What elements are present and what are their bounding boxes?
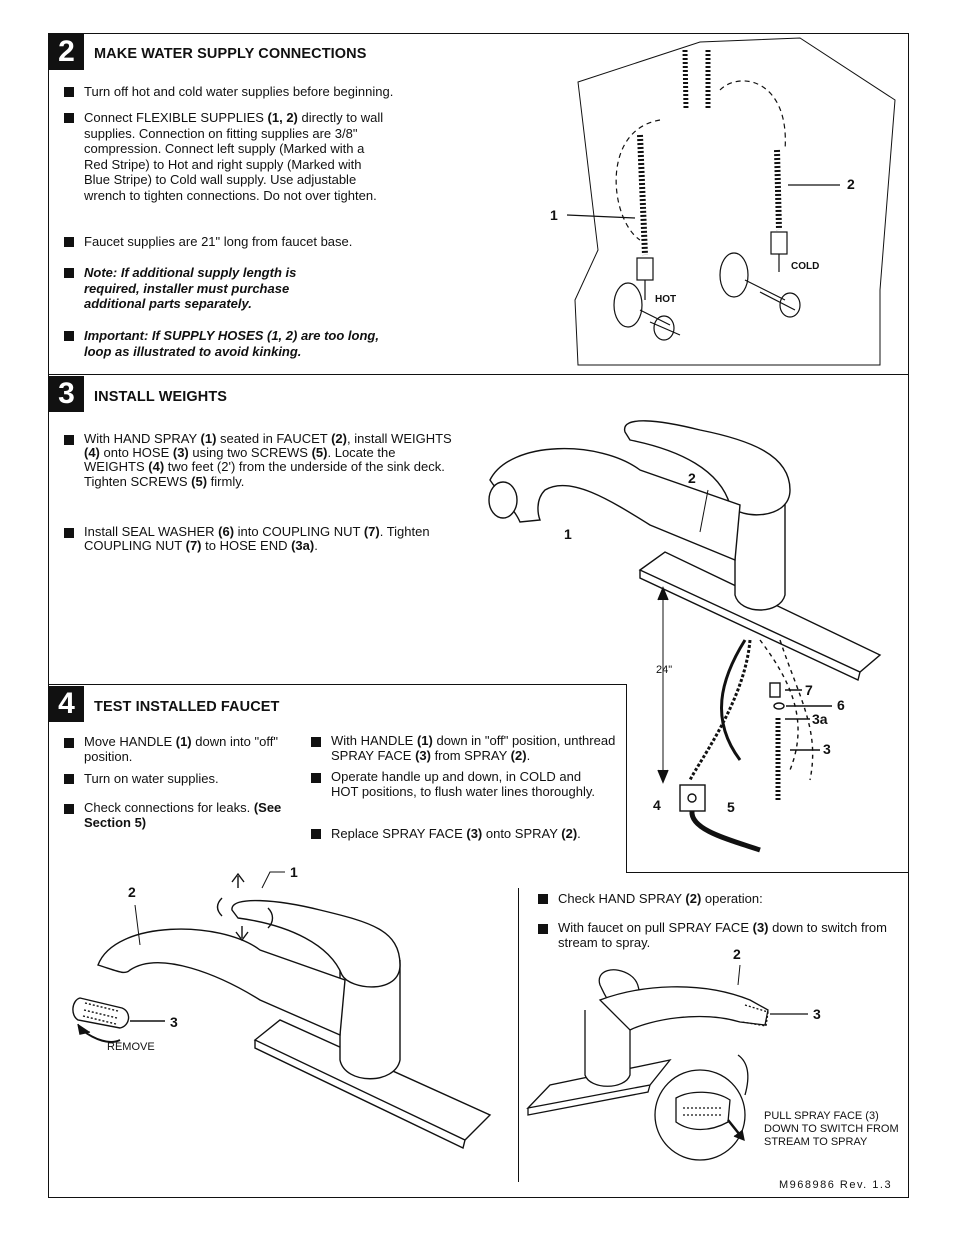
divider-4-vertical <box>626 684 627 872</box>
divider-2-3 <box>48 374 909 375</box>
section-4-title: TEST INSTALLED FAUCET <box>94 699 280 715</box>
divider-3-4 <box>48 684 626 685</box>
hand-spray-bullet-1: Check HAND SPRAY (2) operation: <box>538 891 908 907</box>
section-4-left-bullet-2: Turn on water supplies. <box>64 771 294 787</box>
section-4-right-bullet-2: Operate handle up and down, in COLD and … <box>311 769 601 799</box>
divider-4-center <box>518 888 519 1182</box>
supply-label-2: 2 <box>847 176 855 192</box>
section-2-number: 2 <box>49 34 84 70</box>
section-3-number: 3 <box>49 376 84 412</box>
weights-label-6: 6 <box>837 697 845 713</box>
weights-label-2: 2 <box>688 470 696 486</box>
spray-label-3: 3 <box>813 1006 821 1022</box>
remove-label: REMOVE <box>107 1041 155 1053</box>
section-2-important: Important: If SUPPLY HOSES (1, 2) are to… <box>64 328 384 359</box>
section-4-left-bullet-3: Check connections for leaks. (See Sectio… <box>64 800 284 830</box>
section-4-left-bullet-1: Move HANDLE (1) down into "off" position… <box>64 734 294 764</box>
dimension-24-inch: 24" <box>656 664 673 676</box>
weights-label-4: 4 <box>653 797 661 813</box>
spray-label-2: 2 <box>733 946 741 962</box>
section-2-bullet-1: Turn off hot and cold water supplies bef… <box>64 84 484 100</box>
hot-label: HOT <box>655 294 677 305</box>
section-2-note: Note: If additional supply length is req… <box>64 265 344 312</box>
section-3-bullet-1: With HAND SPRAY (1) seated in FAUCET (2)… <box>64 431 454 489</box>
weights-label-5: 5 <box>727 799 735 815</box>
cold-label: COLD <box>791 261 820 272</box>
document-revision: M968986 Rev. 1.3 <box>779 1179 893 1191</box>
section-3-bullet-2: Install SEAL WASHER (6) into COUPLING NU… <box>64 524 454 553</box>
section-4-right-bullet-1: With HANDLE (1) down in "off" position, … <box>311 733 621 763</box>
divider-4-lower <box>626 872 909 873</box>
test-label-2: 2 <box>128 884 136 900</box>
hand-spray-bullet-2: With faucet on pull SPRAY FACE (3) down … <box>538 920 903 950</box>
section-2-title: MAKE WATER SUPPLY CONNECTIONS <box>94 46 367 62</box>
weights-label-3: 3 <box>823 741 831 757</box>
weights-label-1: 1 <box>564 526 572 542</box>
section-4-number: 4 <box>49 686 84 722</box>
test-label-1: 1 <box>290 864 298 880</box>
supply-label-1: 1 <box>550 207 558 223</box>
pull-spray-face-caption: PULL SPRAY FACE (3) DOWN TO SWITCH FROM … <box>764 1110 899 1148</box>
weights-label-7: 7 <box>805 682 813 698</box>
section-3-title: INSTALL WEIGHTS <box>94 389 228 405</box>
page-frame <box>48 33 909 1198</box>
weights-label-3a: 3a <box>812 711 828 727</box>
section-4-right-bullet-3: Replace SPRAY FACE (3) onto SPRAY (2). <box>311 826 631 842</box>
test-label-3: 3 <box>170 1014 178 1030</box>
section-2-bullet-3: Faucet supplies are 21" long from faucet… <box>64 234 484 250</box>
section-2-bullet-2: Connect FLEXIBLE SUPPLIES (1, 2) directl… <box>64 110 384 203</box>
